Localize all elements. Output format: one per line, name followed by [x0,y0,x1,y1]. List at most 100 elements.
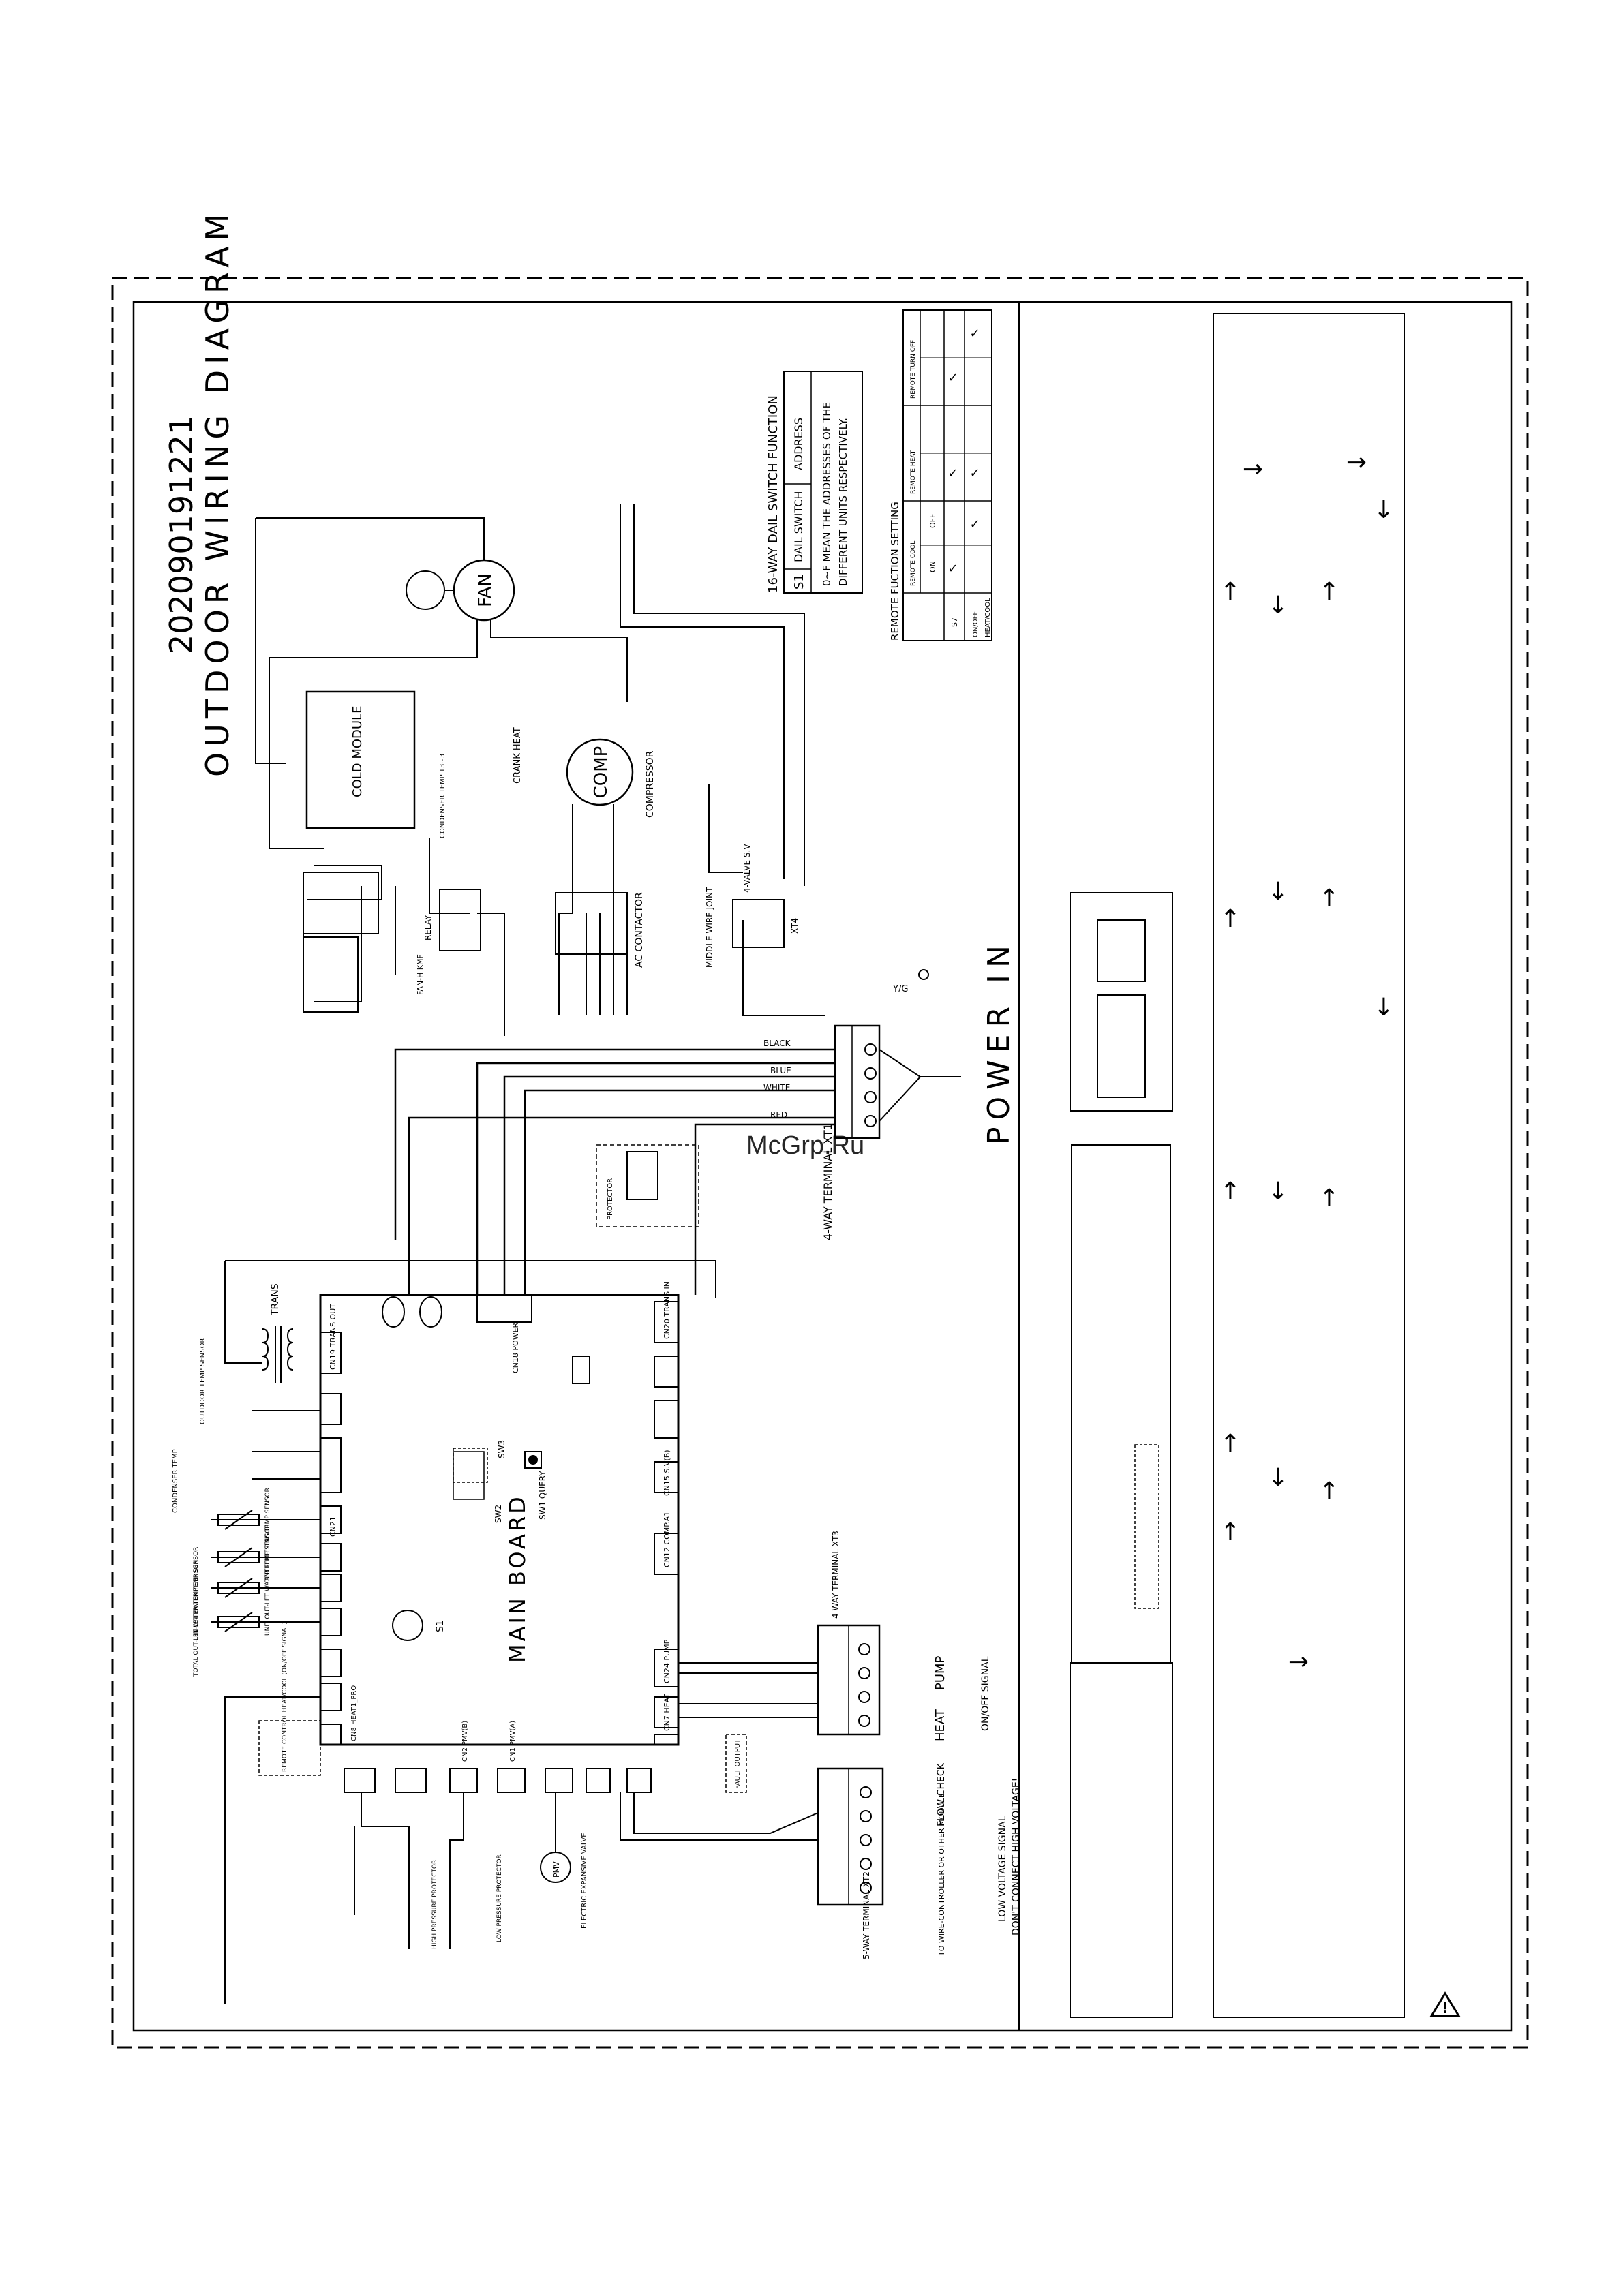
svg-text:CONDENSER TEMP T3~3: CONDENSER TEMP T3~3 [439,754,446,838]
terminal-xt2: 5-WAY TERMINAL XT2 FLOW CHECK TO WIRE-CO… [817,1762,1022,1959]
svg-text:BLACK: BLACK [763,1039,791,1048]
svg-text:CN7 HEAT: CN7 HEAT [663,1694,671,1731]
right-connectors [654,1301,679,1745]
svg-text:→: → [1346,448,1367,476]
svg-text:REMOTE TURN OFF: REMOTE TURN OFF [910,340,917,399]
svg-text:CN1 PMV(A): CN1 PMV(A) [509,1721,517,1762]
svg-text:!: ! [1442,2000,1448,2017]
svg-text:REMOTE HEAT: REMOTE HEAT [910,450,917,494]
svg-text:MIDDLE WIRE JOINT: MIDDLE WIRE JOINT [705,887,714,968]
svg-text:ANTI-FREEZING TEMP SENSOR: ANTI-FREEZING TEMP SENSOR [264,1488,271,1581]
svg-text:↑: ↑ [1220,1430,1241,1458]
svg-text:TRANS: TRANS [270,1283,281,1316]
svg-text:DON'T CONNECT HIGH VOLTAGE!: DON'T CONNECT HIGH VOLTAGE! [1011,1778,1022,1935]
svg-text:DAIL SWITCH: DAIL SWITCH [792,491,805,562]
bottom-connectors [344,1768,652,1793]
svg-text:↓: ↓ [1374,496,1394,524]
svg-text:MAIN BOARD: MAIN BOARD [504,1494,530,1663]
remote-function-table: REMOTE FUCTION SETTING REMOTE COOL REMOT… [889,309,992,641]
svg-text:✓: ✓ [969,326,980,341]
svg-text:SW1 QUERY: SW1 QUERY [538,1471,547,1520]
svg-text:✓: ✓ [947,562,958,576]
temp-sensors [211,1410,320,1632]
middle-wire-joint: MIDDLE WIRE JOINT 4-VALVE S.V XT4 [705,844,800,968]
svg-text:0~F MEAN THE ADDRESSES OF THE: 0~F MEAN THE ADDRESSES OF THE [821,402,833,586]
svg-text:ELECTRIC EXPANSIVE VALVE: ELECTRIC EXPANSIVE VALVE [581,1833,588,1929]
warning-icon: ! [1429,1991,1461,2017]
transformer [262,1326,294,1383]
svg-text:CRANK HEAT: CRANK HEAT [513,727,523,784]
svg-text:AC CONTACTOR: AC CONTACTOR [634,892,645,968]
fan-relay: RELAY FAN-H KMF [416,889,481,995]
svg-text:HEAT/COOL: HEAT/COOL [984,598,992,637]
svg-text:ADDRESS: ADDRESS [792,418,805,470]
svg-text:RELAY: RELAY [423,915,433,940]
svg-text:S1: S1 [435,1620,446,1632]
svg-text:→: → [1288,1648,1309,1676]
svg-text:LOW PRESSURE PROTECTOR: LOW PRESSURE PROTECTOR [496,1854,503,1942]
svg-text:SW2: SW2 [494,1505,503,1523]
svg-text:PMV: PMV [552,1861,561,1878]
svg-text:XT4: XT4 [790,918,800,934]
svg-text:↓: ↓ [1268,1464,1288,1492]
main-board: MAIN BOARD S1 SW1 QUERY SW2 SW3 [319,1294,680,1746]
relay-box-k401 [303,872,379,934]
svg-text:↑: ↑ [1319,885,1339,913]
dip-switch-table: 16-WAY DAIL SWITCH FUNCTION S1 DAIL SWIT… [766,371,863,594]
flow-arrows: → → ↓ ↑ ↓ ↑ ↑ ↓ ↑ ↓ ↑ ↓ ↑ ↑ ↓ ↑ ↑ → [1220,448,1394,1676]
svg-text:✓: ✓ [969,517,980,532]
svg-text:S1: S1 [792,574,806,590]
svg-text:FAN-H KMF: FAN-H KMF [416,954,425,995]
svg-text:WHITE: WHITE [763,1083,790,1092]
compressor-protector: PROTECTOR [596,1144,699,1227]
svg-text:↓: ↓ [1268,878,1288,906]
svg-text:✓: ✓ [947,466,958,480]
svg-text:Y/G: Y/G [892,984,908,994]
svg-text:OFF: OFF [928,514,937,528]
diagram-title: OUTDOOR WIRING DIAGRAM [199,209,236,777]
svg-text:LOW VOLTAGE SIGNAL: LOW VOLTAGE SIGNAL [997,1816,1008,1922]
svg-text:↓: ↓ [1374,994,1394,1022]
terminal-xt3: 4-WAY TERMINAL XT3 PUMP HEAT ON/OFF SIGN… [817,1531,991,1741]
svg-text:CN24 PUMP: CN24 PUMP [663,1639,671,1683]
pressure-protectors [354,1792,571,1949]
outer-dashed-frame [111,277,1529,2049]
svg-text:COMPRESSOR: COMPRESSOR [645,750,656,818]
svg-text:IN-LET WATER TEMP SENSOR: IN-LET WATER TEMP SENSOR [193,1547,200,1636]
svg-text:CN8 HEAT1_PRO: CN8 HEAT1_PRO [350,1685,358,1741]
svg-text:FLOW CHECK: FLOW CHECK [936,1762,947,1826]
svg-text:PUMP: PUMP [933,1655,947,1690]
terminal-xt1: 4-WAY TERMINAL XT1 Y/G [821,969,961,1240]
svg-text:CN2 PMV(B): CN2 PMV(B) [461,1721,469,1762]
svg-text:COMP: COMP [591,746,611,799]
svg-text:ON/OFF: ON/OFF [972,611,980,637]
cold-module: COLD MODULE CONDENSER TEMP T3~3 [305,690,446,838]
svg-text:ON: ON [928,561,937,572]
title-block: 202090191221 [163,415,200,654]
svg-text:16-WAY DAIL SWITCH FUNCTION: 16-WAY DAIL SWITCH FUNCTION [766,395,780,593]
svg-text:SW3: SW3 [497,1440,506,1458]
svg-text:REMOTE COOL: REMOTE COOL [910,541,917,586]
left-connectors [320,1332,342,1745]
svg-text:OUTDOOR TEMP SENSOR: OUTDOOR TEMP SENSOR [199,1338,207,1424]
svg-text:↑: ↑ [1220,578,1241,606]
watermark: McGrp.Ru [746,1131,864,1160]
svg-text:DIFFERENT UNITS RESPECTIVELY.: DIFFERENT UNITS RESPECTIVELY. [837,418,849,586]
compressor: COMP COMPRESSOR CRANK HEAT [513,727,656,818]
svg-text:HIGH PRESSURE PROTECTOR: HIGH PRESSURE PROTECTOR [431,1860,438,1949]
right-panel [1070,313,1405,2018]
svg-text:CN19 TRANS OUT: CN19 TRANS OUT [329,1304,337,1370]
svg-text:FAN: FAN [475,573,496,607]
svg-text:✓: ✓ [969,466,980,480]
svg-text:↑: ↑ [1319,1478,1339,1505]
ac-contactor: AC CONTACTOR [555,892,645,968]
power-in-label: POWER IN [982,938,1016,1145]
svg-text:FAULT OUTPUT: FAULT OUTPUT [734,1739,742,1789]
svg-text:4-WAY TERMINAL XT1: 4-WAY TERMINAL XT1 [821,1123,834,1240]
svg-text:REMOTE FUCTION SETTING: REMOTE FUCTION SETTING [889,502,901,641]
svg-text:CN18 POWER: CN18 POWER [511,1322,520,1373]
svg-text:CN15 S.V(B): CN15 S.V(B) [663,1450,671,1496]
upper-wiring [255,504,825,1036]
svg-text:S7: S7 [950,617,959,627]
svg-text:RED: RED [770,1110,787,1120]
